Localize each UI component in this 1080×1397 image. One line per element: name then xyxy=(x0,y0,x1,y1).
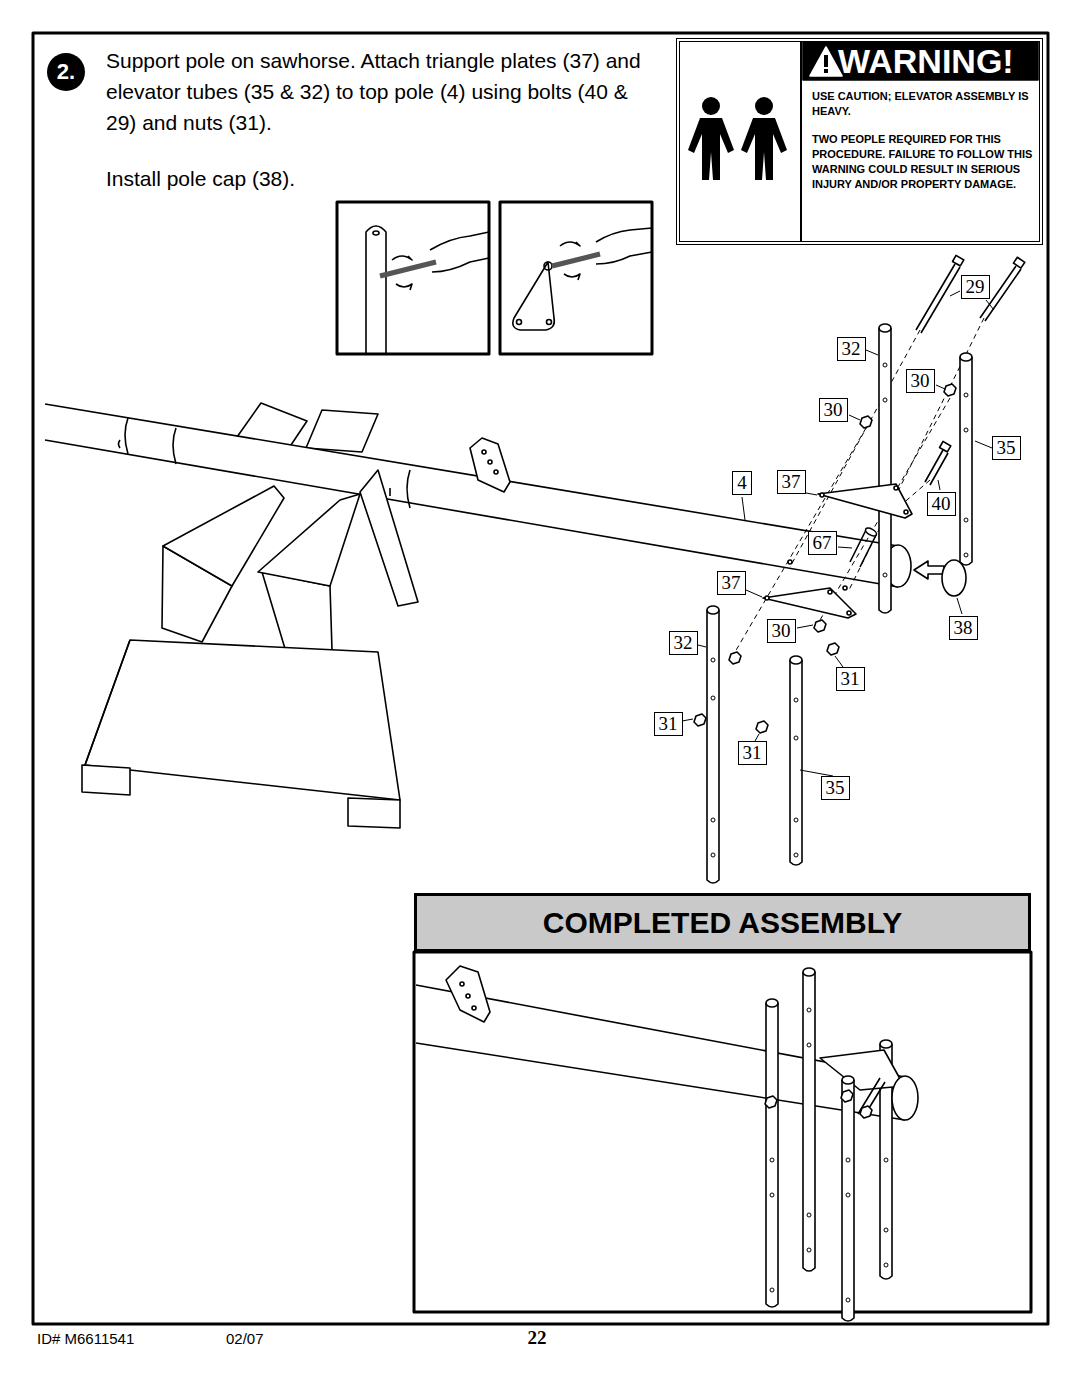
triangle-plate xyxy=(763,484,912,618)
instruction-text: Install pole cap (38). xyxy=(106,163,295,194)
instruction-text: Support pole on sawhorse. Attach triangl… xyxy=(106,45,651,138)
callout-number: 32 xyxy=(669,631,698,655)
page-border xyxy=(33,33,1048,1324)
assembly-path xyxy=(735,318,984,652)
inset-figures xyxy=(337,202,652,354)
callout-number: 30 xyxy=(819,398,848,422)
footer-text: 02/07 xyxy=(226,1330,264,1347)
callout-number: 38 xyxy=(949,616,978,640)
callout-number: 40 xyxy=(927,492,956,516)
callout-number: 67 xyxy=(808,531,837,555)
callout-number: 29 xyxy=(961,275,990,299)
sawhorse xyxy=(82,470,418,828)
callout-number: 31 xyxy=(738,741,767,765)
pole-cap xyxy=(914,560,966,596)
section-title: COMPLETED ASSEMBLY xyxy=(543,906,903,940)
nut xyxy=(694,384,956,733)
footer-text: ID# M6611541 xyxy=(37,1330,134,1347)
warning-panel: WARNING! USE CAUTION; ELEVATOR ASSEMBLY I… xyxy=(676,38,1043,245)
callout-number: 37 xyxy=(777,470,806,494)
warning-text: USE CAUTION; ELEVATOR ASSEMBLY IS HEAVY. xyxy=(812,89,1040,119)
page-number: 22 xyxy=(528,1327,547,1349)
leader-line xyxy=(682,291,994,776)
callout-number: 35 xyxy=(821,776,850,800)
bolt xyxy=(850,255,1025,567)
warning-heading: WARNING! xyxy=(838,42,1014,80)
callout-number: 31 xyxy=(654,712,683,736)
callout-number: 30 xyxy=(767,619,796,643)
callout-number: 37 xyxy=(717,571,746,595)
callout-number: 4 xyxy=(732,471,752,495)
completed-assembly-art xyxy=(414,952,1031,1321)
step-number: 2. xyxy=(46,52,86,92)
callout-number: 32 xyxy=(837,337,866,361)
elevator-tube xyxy=(707,324,972,883)
callout-number: 35 xyxy=(992,436,1021,460)
warning-text: TWO PEOPLE REQUIRED FOR THIS PROCEDURE. … xyxy=(812,132,1040,192)
tube-holes xyxy=(711,363,968,857)
callout-number: 31 xyxy=(836,667,865,691)
callout-number: 30 xyxy=(906,369,935,393)
section-band: COMPLETED ASSEMBLY xyxy=(414,893,1031,952)
step-number-text: 2. xyxy=(57,59,75,85)
